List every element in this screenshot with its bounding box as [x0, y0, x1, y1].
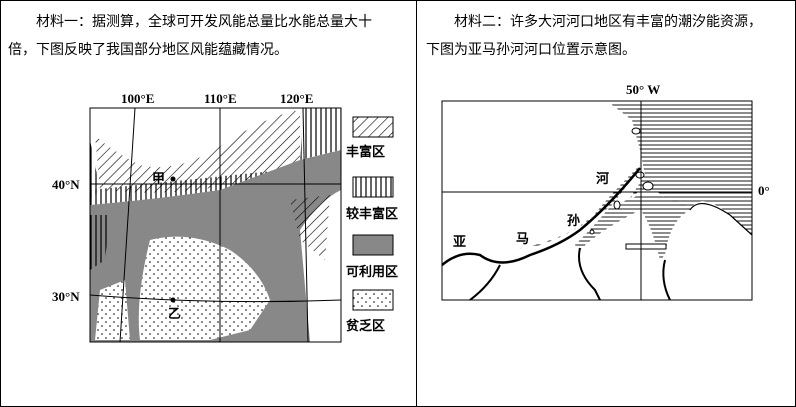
point-yi-label: 乙 — [168, 306, 181, 321]
column-divider — [416, 0, 417, 407]
legend-rich-label: 丰富区 — [346, 144, 385, 159]
amazon-river-line — [441, 167, 641, 266]
china-wind-map — [89, 107, 394, 343]
legend-usable-label: 可利用区 — [346, 264, 398, 279]
river-char-he: 河 — [596, 171, 609, 186]
poor-zone-area — [138, 236, 270, 340]
legend-usable-swatch — [352, 234, 394, 256]
estuary-area — [518, 165, 690, 260]
legend-fairly-rich-label: 较丰富区 — [346, 206, 398, 221]
lon-label-50w: 50° W — [626, 82, 660, 97]
legend-rich-swatch — [352, 116, 394, 138]
legend-poor-swatch — [352, 289, 394, 311]
ocean-area — [607, 101, 752, 235]
lat-label-30n: 30°N — [52, 289, 80, 304]
material-one-line2: 倍，下图反映了我国部分地区风能蕴藏情况。 — [8, 42, 288, 58]
lat-label-40n: 40°N — [52, 177, 80, 192]
river-char-ya: 亚 — [453, 234, 466, 249]
material-two-line1: 材料二：许多大河河口地区有丰富的潮汐能资源， — [454, 14, 762, 30]
legend-fairly-rich-swatch — [352, 176, 394, 198]
material-two-text: 材料二：许多大河河口地区有丰富的潮汐能资源， 下图为亚马孙河河口位置示意图。 — [426, 8, 786, 64]
lon-label-110e: 110°E — [204, 91, 237, 106]
lon-label-120e: 120°E — [280, 91, 313, 106]
river-char-ma: 马 — [516, 231, 529, 246]
lon-label-100e: 100°E — [121, 91, 154, 106]
material-one-text: 材料一：据测算，全球可开发风能总量比水能总量大十 倍，下图反映了我国部分地区风能… — [8, 8, 413, 64]
point-jia-label: 甲 — [152, 171, 165, 186]
rich-zone-area — [95, 110, 300, 193]
material-two-line2: 下图为亚马孙河河口位置示意图。 — [426, 42, 636, 58]
amazon-estuary-map — [441, 100, 753, 301]
material-one-line1: 材料一：据测算，全球可开发风能总量比水能总量大十 — [36, 14, 372, 30]
legend-poor-label: 贫乏区 — [346, 318, 385, 333]
lat-label-equator: 0° — [758, 183, 770, 198]
river-char-sun: 孙 — [567, 213, 580, 228]
